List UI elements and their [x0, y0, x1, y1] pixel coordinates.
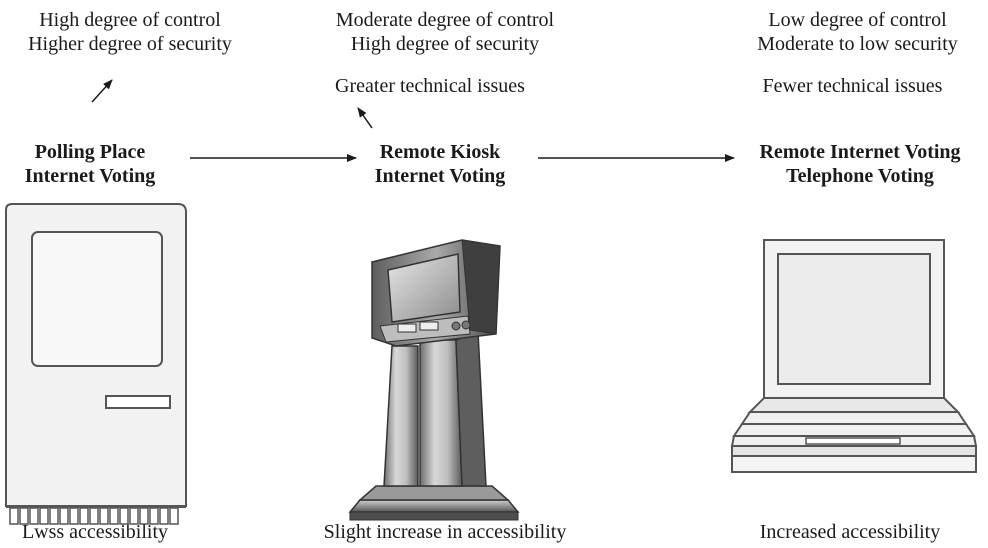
- kiosk-icon: [348, 239, 520, 521]
- col1-control: High degree of control: [39, 9, 221, 31]
- col3-control: Low degree of control: [768, 9, 947, 31]
- col2-title-line2: Internet Voting: [374, 165, 506, 187]
- col3-technical: Fewer technical issues: [762, 75, 943, 97]
- col3-title-line2: Telephone Voting: [786, 165, 934, 187]
- col1-title-line1: Polling Place: [34, 141, 146, 163]
- col2-title-line1: Remote Kiosk: [379, 141, 501, 163]
- laptop-icon: [730, 239, 978, 473]
- col2-control: Moderate degree of control: [335, 9, 555, 31]
- col2-accessibility: Slight increase in accessibility: [323, 521, 567, 543]
- col1-security: Higher degree of security: [28, 33, 232, 55]
- col2-security: High degree of security: [350, 33, 540, 55]
- up-arrow-technical: [357, 107, 373, 129]
- up-arrow-control: [91, 79, 113, 103]
- col1-title-line2: Internet Voting: [24, 165, 156, 187]
- col1-accessibility: Lwss accessibility: [21, 521, 169, 543]
- col2-technical: Greater technical issues: [335, 75, 525, 97]
- col3-security: Moderate to low security: [757, 33, 958, 55]
- col3-title-line1: Remote Internet Voting: [759, 141, 961, 163]
- col3-accessibility: Increased accessibility: [759, 521, 941, 543]
- desktop-computer-icon: [5, 203, 187, 525]
